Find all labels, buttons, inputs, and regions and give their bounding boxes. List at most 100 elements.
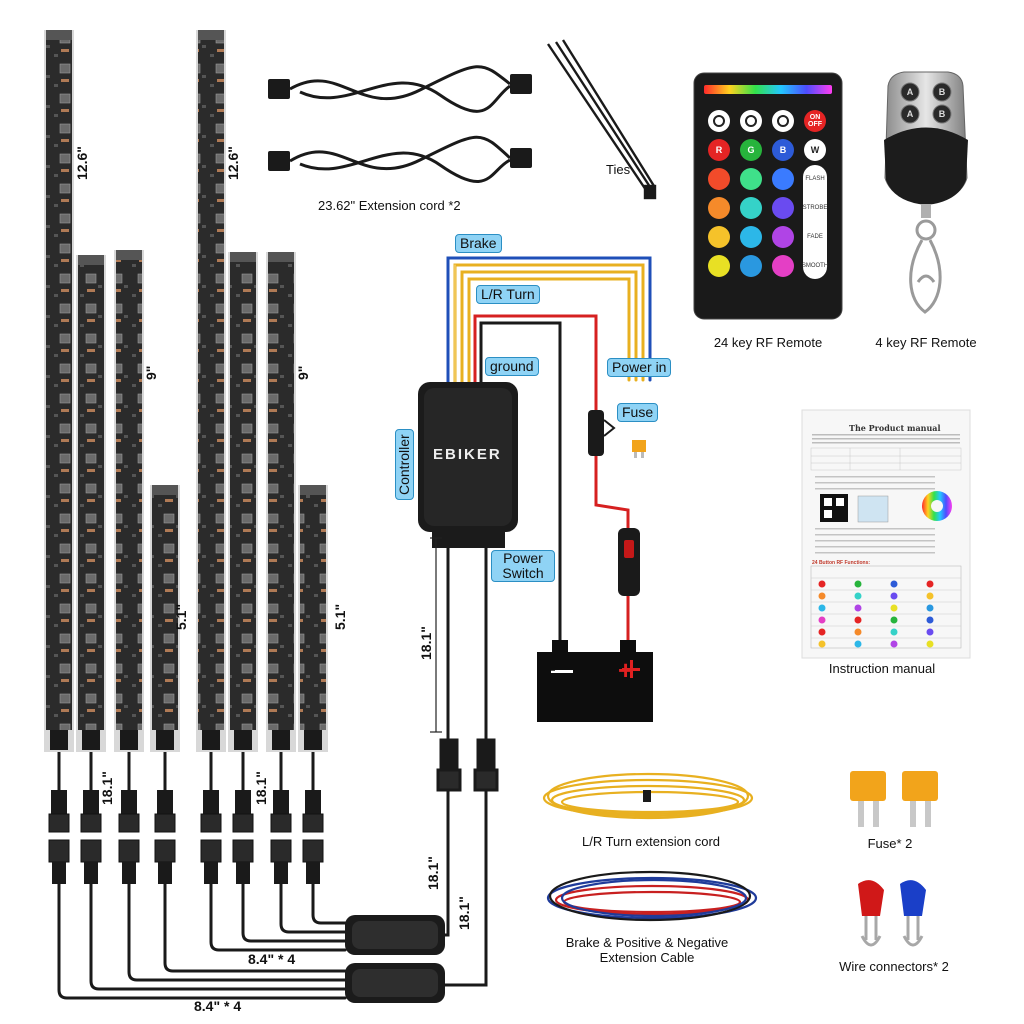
extension-cord-1 (268, 65, 532, 113)
remote-key (772, 168, 794, 190)
strip-harness (57, 882, 347, 1000)
inline-fuse-holder (588, 410, 616, 456)
led-strip-4 (150, 485, 180, 884)
remote-key (772, 110, 794, 132)
led-strips (44, 30, 328, 884)
key-flash: FLASH (805, 176, 825, 182)
split-length-upper: 8.4" * 4 (248, 951, 296, 967)
strip-lead-length-1: 18.1" (99, 771, 115, 805)
remote-key (708, 255, 730, 277)
remote-key (708, 139, 730, 161)
remote-key (740, 226, 762, 248)
y-splitter-upper (345, 915, 445, 955)
ties-label: Ties (606, 162, 631, 177)
wire-connectors (858, 880, 926, 947)
remote-key (740, 197, 762, 219)
brake-extension-cable (546, 870, 758, 922)
power-switch-tag: Power Switch (491, 550, 555, 582)
split-length-lower: 8.4" * 4 (194, 998, 242, 1014)
remote-key (708, 168, 730, 190)
remote-key (772, 255, 794, 277)
fob-key-b-2: B (938, 109, 946, 119)
key-fade: FADE (807, 234, 823, 240)
key-w: W (810, 145, 820, 155)
controller-lead-length: 18.1" (418, 626, 434, 660)
remote-key (740, 255, 762, 277)
strip-length-long-1: 12.6" (74, 146, 90, 180)
ground-wire-tag: ground (485, 357, 539, 376)
manual-caption: Instruction manual (828, 661, 936, 676)
key-b: B (779, 145, 787, 155)
brake-cable-label-2: Extension Cable (599, 950, 695, 965)
power-in-tag: Power in (607, 358, 672, 377)
extension-cord-2 (268, 135, 532, 183)
controller-output-cables (436, 548, 499, 987)
spare-fuses (850, 771, 938, 827)
cable-ties (547, 39, 657, 200)
battery-negative: — (551, 658, 573, 683)
remote-key (804, 139, 826, 161)
manual-title: The Product manual (849, 423, 941, 433)
harness-length-2: 18.1" (456, 896, 472, 930)
controller-tag: Controller (395, 429, 414, 500)
fob-key-b-1: B (938, 87, 946, 97)
extension-cord-label: 23.62" Extension cord *2 (318, 198, 461, 213)
led-strip-7 (266, 252, 296, 884)
key-g: G (747, 145, 755, 155)
remote-key (740, 139, 762, 161)
remote-key (708, 110, 730, 132)
remote-key (804, 110, 826, 132)
strip-length-short-1: 5.1" (173, 603, 189, 630)
remote-key (708, 226, 730, 248)
brake-cable-label-1: Brake & Positive & Negative (565, 935, 729, 950)
battery (537, 640, 653, 722)
turn-wire-tag: L/R Turn (476, 285, 540, 304)
remote-icon-key (777, 115, 789, 127)
remote-24-label: 24 key RF Remote (713, 335, 823, 350)
led-strip-2 (76, 255, 106, 884)
led-strip-5 (196, 30, 226, 884)
wire-connector-label: Wire connectors* 2 (839, 959, 949, 974)
brake-wire-tag: Brake (455, 234, 502, 253)
strip-lead-length-2: 18.1" (253, 771, 269, 805)
controller-brand: EBIKER (433, 446, 502, 463)
remote-key (740, 168, 762, 190)
fuse-small (632, 440, 646, 458)
fob-key-a-1: A (906, 87, 914, 97)
strip-length-short-2: 5.1" (332, 603, 348, 630)
strip-length-mid-2: 9" (295, 365, 311, 380)
turn-cord-label: L/R Turn extension cord (581, 834, 721, 849)
y-splitter-lower (345, 963, 445, 1003)
remote-key (740, 110, 762, 132)
manual-rf-functions: 24 Button RF Functions: (812, 560, 871, 566)
led-strip-6 (228, 252, 258, 884)
remote-key (772, 197, 794, 219)
strip-length-long-2: 12.6" (225, 146, 241, 180)
battery-positive: + (618, 655, 634, 685)
remote-key (772, 139, 794, 161)
instruction-manual-sheet (801, 409, 971, 659)
remote-key (772, 226, 794, 248)
led-strip-1 (44, 30, 74, 884)
key-smooth: SMOOTH (801, 263, 829, 269)
key-r: R (715, 145, 723, 155)
rf-remote-4-key (884, 71, 968, 314)
dimension-bracket (430, 537, 442, 733)
rf-remote-24-key (693, 72, 843, 320)
key-on-off: ON OFF (808, 114, 822, 128)
harness-length-1: 18.1" (425, 856, 441, 890)
led-strip-3 (114, 250, 144, 884)
controller-box (418, 382, 518, 548)
remote-mode-bar (803, 165, 827, 279)
remote-4-label: 4 key RF Remote (875, 335, 977, 350)
fob-key-a-2: A (906, 109, 914, 119)
rocker-switch (618, 528, 640, 596)
remote-icon-key (713, 115, 725, 127)
remote-key (708, 197, 730, 219)
remote-icon-key (745, 115, 757, 127)
key-strobe: STROBE (802, 205, 828, 211)
spare-fuse-label: Fuse* 2 (867, 836, 913, 851)
strip-length-mid-1: 9" (143, 365, 159, 380)
